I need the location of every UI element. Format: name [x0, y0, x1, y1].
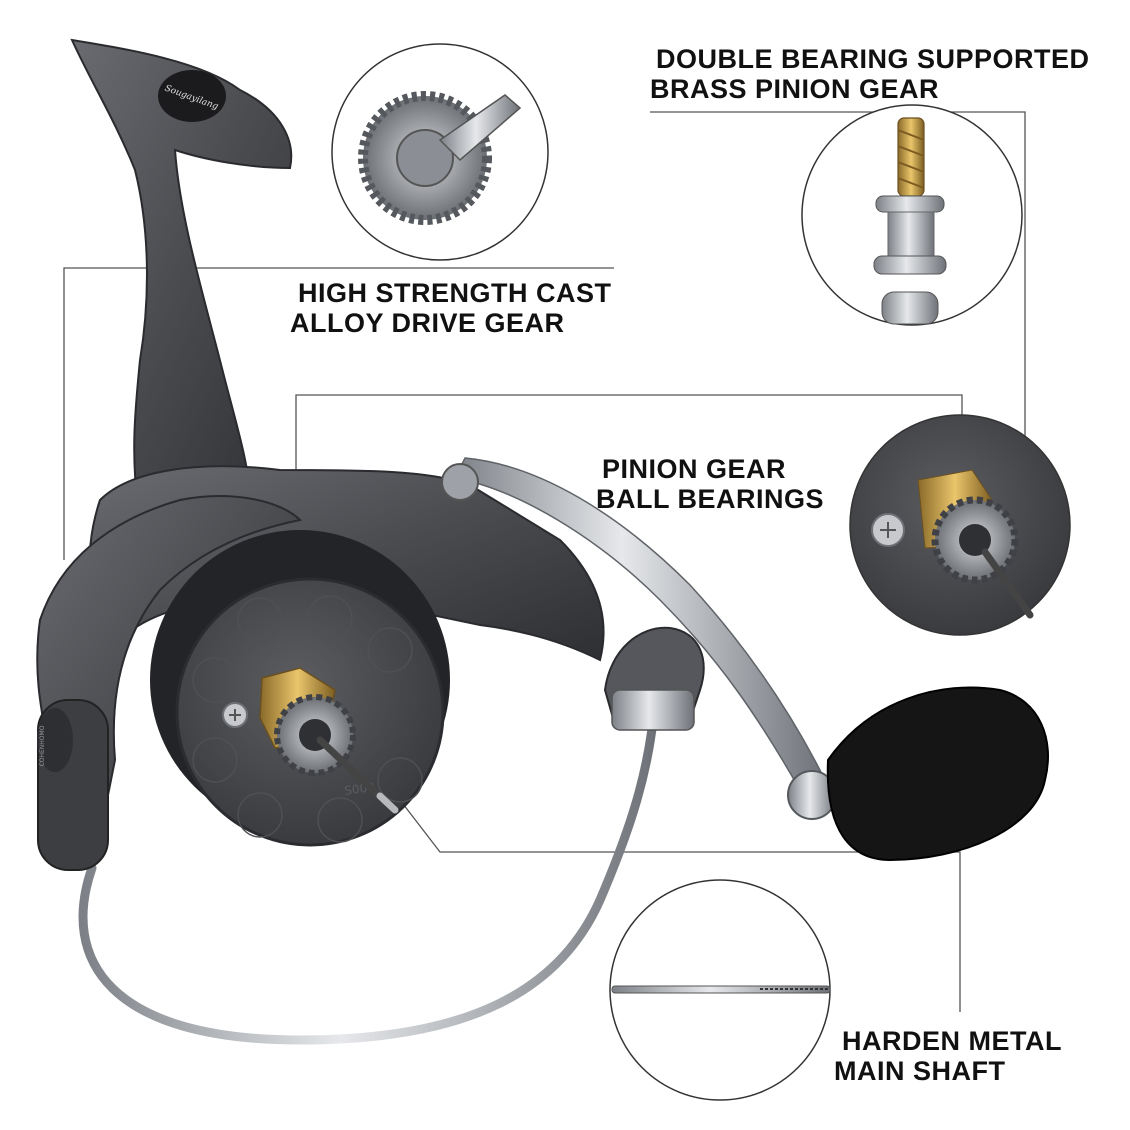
spool-dimples: [192, 595, 423, 843]
callout-main-shaft-line1: HARDEN METAL: [842, 1026, 1062, 1056]
callout-pinion-bearings-line1: PINION GEAR: [602, 454, 787, 484]
callout-drive-gear: HIGH STRENGTH CAST ALLOY DRIVE GEAR: [290, 278, 612, 338]
callout-brass-pinion-line1: DOUBLE BEARING SUPPORTED: [656, 44, 1090, 74]
side-cap-marking: COHENHOMO: [39, 725, 46, 766]
callout-main-shaft-line2: MAIN SHAFT: [834, 1056, 1006, 1086]
bail-wire: [78, 695, 660, 1045]
detail-circle-pinion-bearings: [849, 414, 1071, 636]
detail-circle-main-shaft: [609, 879, 831, 1101]
callout-pinion-bearings: PINION GEAR BALL BEARINGS: [596, 454, 824, 514]
handle-knob[interactable]: [826, 686, 1049, 862]
callout-main-shaft: HARDEN METAL MAIN SHAFT: [834, 1026, 1062, 1086]
brass-pinion-image: [897, 117, 925, 197]
callout-brass-pinion-line2: BRASS PINION GEAR: [650, 74, 940, 104]
main-shaft-image: [611, 985, 831, 994]
handle-cap: [441, 463, 479, 501]
leader-line-main-shaft: [399, 799, 961, 1012]
leader-line-drive-gear: [63, 267, 614, 560]
logo-badge: [158, 70, 226, 122]
callout-drive-gear-line2: ALLOY DRIVE GEAR: [290, 308, 565, 338]
detail-circle-drive-gear: [331, 43, 549, 261]
callout-drive-gear-line1: HIGH STRENGTH CAST: [298, 278, 612, 308]
reel-body: Sougayilang COHENHOMO S000: [36, 38, 1049, 871]
detail-circle-brass-pinion: [801, 104, 1023, 326]
reel-foot: [70, 38, 293, 522]
callout-pinion-bearings-line2: BALL BEARINGS: [596, 484, 825, 514]
callout-brass-pinion-gear: DOUBLE BEARING SUPPORTED BRASS PINION GE…: [650, 44, 1090, 104]
bail-arm-knob: [37, 708, 73, 772]
leader-line-pinion-gear: [650, 111, 1026, 438]
